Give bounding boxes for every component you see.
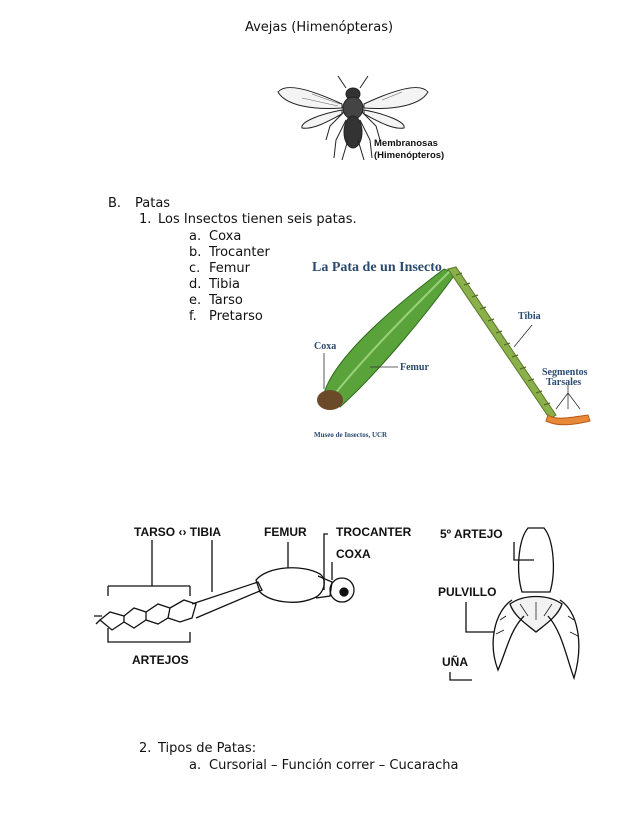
foot-label-artejo: 5º ARTEJO — [440, 527, 503, 541]
item1-number: 1. — [139, 212, 152, 227]
leg-label-tarsales: Tarsales — [546, 377, 581, 388]
page-title: Avejas (Himenópteras) — [244, 20, 394, 35]
leg-label-femur: Femur — [400, 362, 429, 373]
subitem-coxa: Coxa — [209, 229, 242, 244]
section-title: Patas — [135, 196, 171, 211]
subitem-marker: e. — [189, 293, 202, 308]
subitem-marker: c. — [189, 261, 201, 276]
leg-femur — [323, 268, 457, 408]
subitem-tarso: Tarso — [209, 293, 243, 308]
subitem-trocanter: Trocanter — [209, 245, 270, 260]
subitem-pretarso: Pretarso — [209, 309, 263, 324]
subitem-marker: f. — [189, 309, 197, 324]
leg-coxa — [317, 390, 343, 410]
leg-color-figure: La Pata de un Insecto Coxa Femur Tibia S… — [312, 260, 591, 439]
diagram-label-coxa: COXA — [336, 547, 371, 561]
diagram-label-femur: FEMUR — [264, 525, 307, 539]
bee-label-line1: Membranosas — [374, 138, 438, 149]
leg-figure-title: La Pata de un Insecto — [312, 260, 442, 275]
leg-line-diagram: TARSO ‹› TIBIA FEMUR TROCANTER COXA ARTE… — [94, 525, 412, 667]
leg-label-coxa: Coxa — [314, 341, 336, 352]
leg-label-segmentos: Segmentos — [542, 367, 588, 378]
leg-tibia — [447, 266, 557, 420]
section-marker: B. — [108, 196, 122, 211]
bee-figure: Membranosas (Himenópteros) — [277, 75, 444, 161]
diagram-label-tarso-tibia: TARSO ‹› TIBIA — [134, 525, 221, 539]
subitem-marker: a. — [189, 229, 202, 244]
diagram-label-artejos: ARTEJOS — [132, 653, 189, 667]
foot-label-una: UÑA — [442, 654, 468, 669]
item2-number: 2. — [139, 741, 152, 756]
item1-text: Los Insectos tienen seis patas. — [158, 212, 357, 227]
foot-label-pulvillo: PULVILLO — [438, 585, 496, 599]
bee-illustration — [277, 75, 429, 161]
subitem-femur: Femur — [209, 261, 251, 276]
subitem-marker: d. — [189, 277, 202, 292]
leg-label-tibia: Tibia — [518, 311, 541, 322]
item2-text: Tipos de Patas: — [158, 741, 257, 756]
foot-diagram: 5º ARTEJO PULVILLO UÑA — [438, 527, 580, 681]
subitem-cursorial: Cursorial – Función correr – Cucaracha — [209, 758, 459, 773]
diagram-label-trocanter: TROCANTER — [336, 525, 412, 539]
leg-tarsus — [545, 414, 591, 426]
bee-label-line2: (Himenópteros) — [374, 150, 444, 161]
subitem-marker: a. — [189, 758, 202, 773]
subitem-tibia: Tibia — [209, 277, 240, 292]
leg-figure-credit: Museo de Insectos, UCR — [314, 431, 388, 439]
subitem-marker: b. — [189, 245, 202, 260]
